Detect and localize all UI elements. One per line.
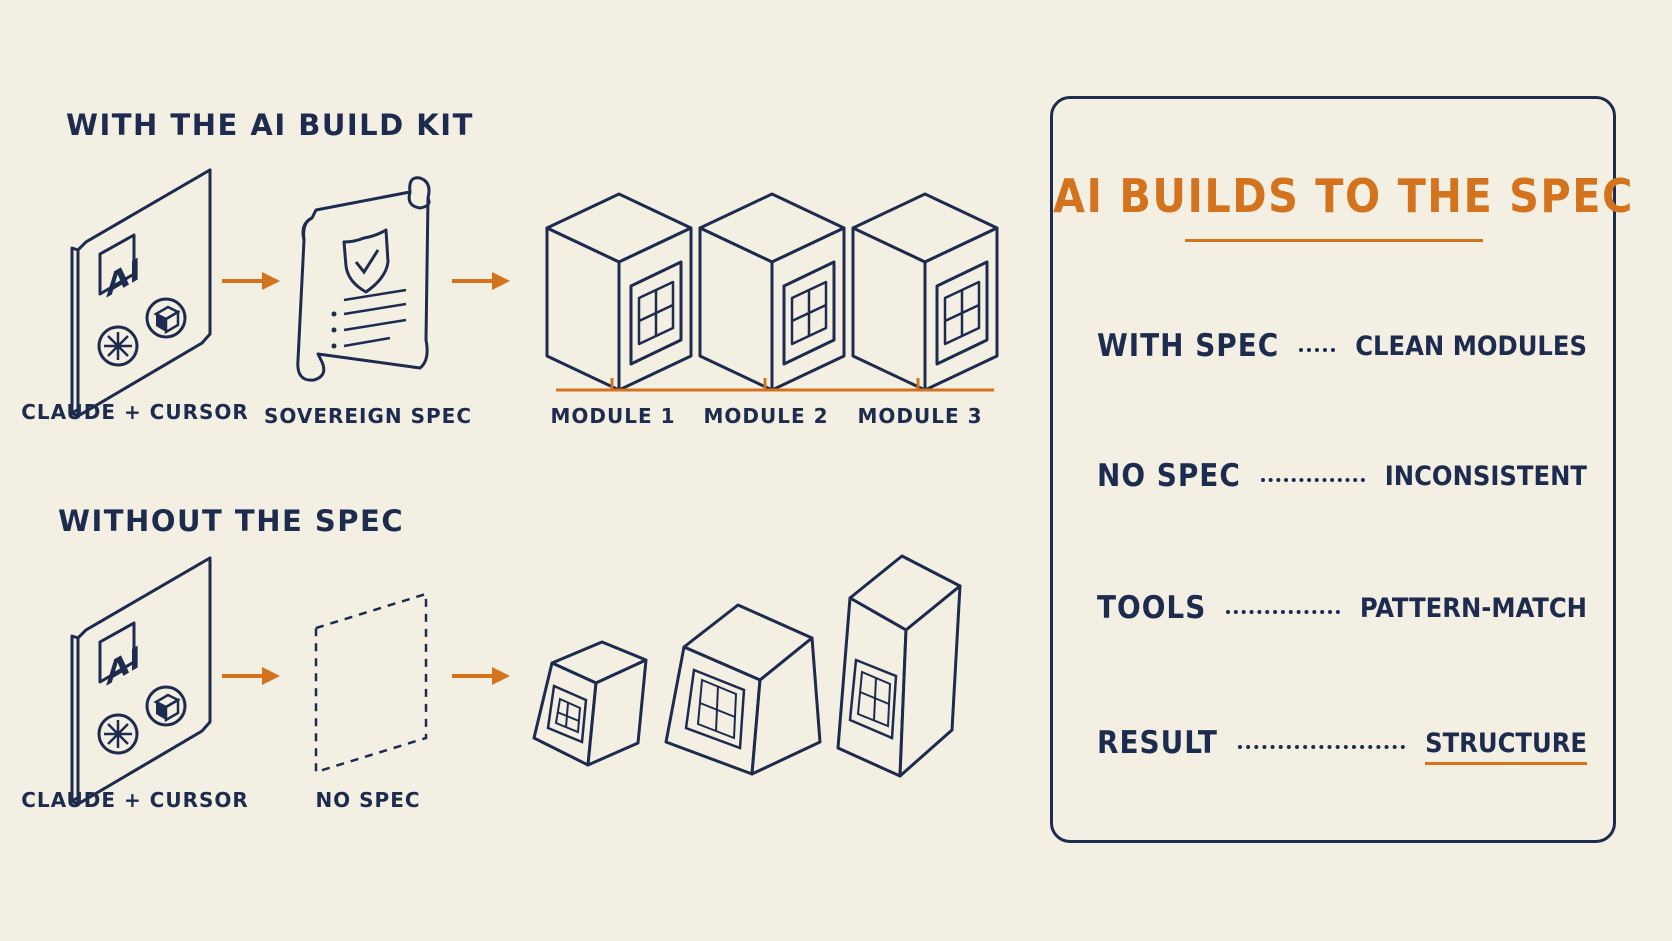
- row-value: CLEAN MODULES: [1355, 330, 1587, 362]
- cube-module-icon: [545, 192, 693, 392]
- scroll-shield-icon: [296, 176, 431, 382]
- dotted-leader: [1237, 745, 1406, 749]
- module-baseline: [556, 378, 994, 392]
- arrow-right-icon: [220, 665, 282, 687]
- row-key: RESULT: [1097, 725, 1218, 761]
- row-key: TOOLS: [1097, 590, 1207, 626]
- title-underline: [1185, 239, 1483, 242]
- module-label: MODULE 2: [703, 404, 829, 428]
- comparison-row: WITH SPEC CLEAN MODULES: [1097, 321, 1587, 371]
- tool-label: CLAUDE + CURSOR: [21, 788, 249, 812]
- dotted-leader: [1226, 610, 1340, 614]
- arrow-right-icon: [220, 270, 282, 292]
- dotted-leader: [1260, 478, 1365, 482]
- ai-tablet-icon: [70, 556, 212, 806]
- cube-module-icon: [851, 192, 999, 392]
- comparison-panel: AI BUILDS TO THE SPEC WITH SPEC CLEAN MO…: [1050, 96, 1634, 843]
- dashed-empty-page-icon: [314, 592, 428, 774]
- comparison-row: NO SPEC INCONSISTENT: [1097, 451, 1587, 501]
- row-value: PATTERN-MATCH: [1359, 592, 1587, 624]
- section-heading-without-spec: WITHOUT THE SPEC: [58, 504, 405, 538]
- arrow-right-icon: [450, 665, 512, 687]
- cube-module-icon: [836, 554, 962, 778]
- tool-label: CLAUDE + CURSOR: [21, 400, 249, 424]
- cube-module-icon: [532, 640, 648, 767]
- cube-module-icon: [698, 192, 846, 392]
- panel-title: AI BUILDS TO THE SPEC: [1053, 169, 1634, 223]
- module-label: MODULE 1: [550, 404, 676, 428]
- dotted-leader: [1299, 348, 1336, 352]
- comparison-row: RESULT STRUCTURE: [1097, 718, 1587, 768]
- ai-tablet-icon: [70, 168, 212, 418]
- comparison-row: TOOLS PATTERN-MATCH: [1097, 583, 1587, 633]
- arrow-right-icon: [450, 270, 512, 292]
- no-spec-label: NO SPEC: [315, 788, 421, 812]
- cube-module-icon: [664, 603, 822, 776]
- spec-label: SOVEREIGN SPEC: [263, 404, 473, 428]
- row-key: WITH SPEC: [1097, 328, 1280, 364]
- module-label: MODULE 3: [857, 404, 983, 428]
- row-key: NO SPEC: [1097, 458, 1241, 494]
- row-value: INCONSISTENT: [1384, 460, 1587, 492]
- row-value-highlighted: STRUCTURE: [1425, 727, 1587, 765]
- section-heading-with-kit: WITH THE AI BUILD KIT: [66, 108, 474, 142]
